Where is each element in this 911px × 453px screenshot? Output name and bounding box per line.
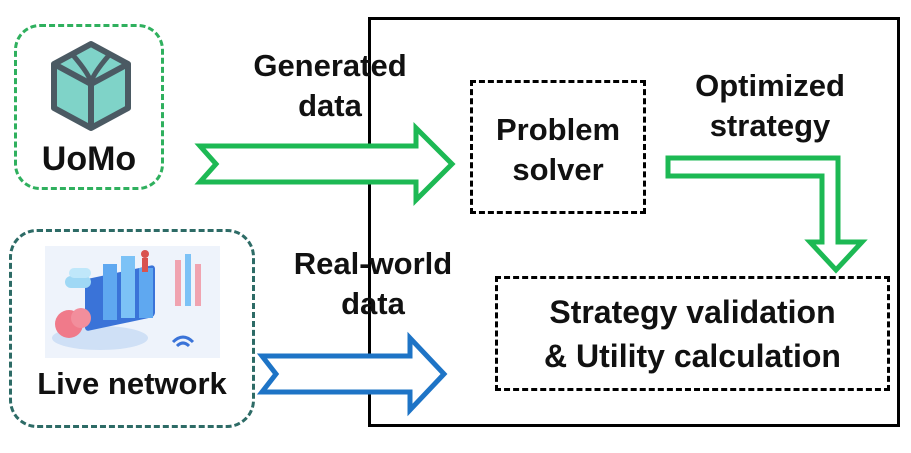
cube-logo-icon <box>51 41 131 131</box>
problem-solver-line2: solver <box>512 152 604 187</box>
generated-line2: data <box>298 88 362 123</box>
problem-solver-label: Problem solver <box>470 110 646 190</box>
network-illustration-icon <box>45 246 220 358</box>
optimized-strategy-label: Optimized strategy <box>660 66 880 146</box>
validation-line1: Strategy validation <box>549 294 836 330</box>
generated-data-label: Generated data <box>230 46 430 126</box>
real-world-line2: data <box>341 286 405 321</box>
generated-data-arrow <box>194 121 456 207</box>
optimized-line2: strategy <box>709 108 831 143</box>
validation-box <box>495 276 890 391</box>
generated-line1: Generated <box>253 48 407 83</box>
real-world-data-arrow <box>256 331 448 417</box>
real-world-data-label: Real-world data <box>268 244 478 324</box>
live-network-label: Live network <box>37 366 227 401</box>
optimized-strategy-arrow <box>665 155 868 274</box>
validation-label: Strategy validation & Utility calculatio… <box>495 290 890 378</box>
problem-solver-line1: Problem <box>495 112 621 147</box>
problem-solver-box <box>470 80 646 214</box>
optimized-line1: Optimized <box>695 68 845 103</box>
validation-line2: & Utility calculation <box>544 338 841 374</box>
uomo-label: UoMo <box>41 140 137 178</box>
real-world-line1: Real-world <box>293 246 453 281</box>
